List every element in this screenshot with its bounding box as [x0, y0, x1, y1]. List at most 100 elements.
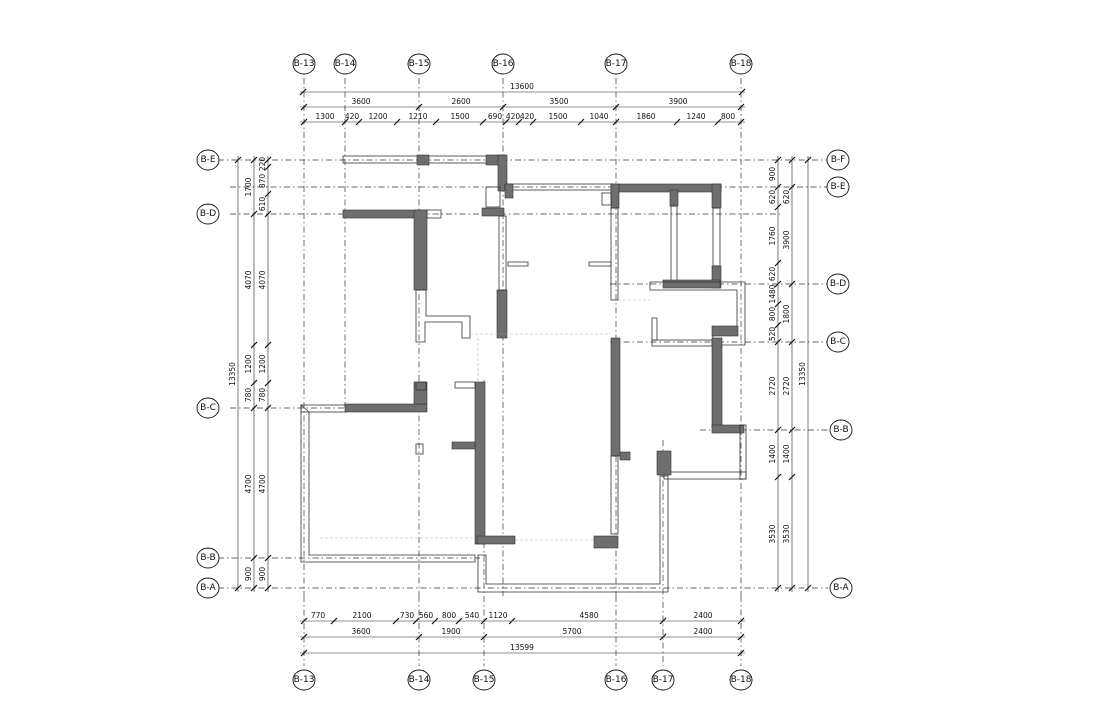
dim-right-i3: 1760: [768, 226, 777, 245]
dim-right-i7: 520: [768, 327, 777, 342]
axis-label-bottom-5: B-17: [653, 675, 674, 685]
dim-bot-d3: 730: [400, 611, 415, 620]
dim-top-d9: 1500: [548, 112, 567, 121]
axis-bubble-right-6: [829, 577, 853, 599]
axis-bubble-top-6: [729, 53, 753, 75]
dim-bot-mid-3: 5700: [562, 627, 581, 636]
dim-top-d11: 1860: [636, 112, 655, 121]
dim-right-total: 13350: [798, 362, 807, 386]
axis-label-right-2: B-E: [830, 182, 845, 192]
bottom-dimensions: 770 2100 730 560 800 540 1120 4580 2400 …: [300, 611, 745, 657]
dim-top-d12: 1240: [686, 112, 705, 121]
axis-label-right-5: B-B: [833, 425, 848, 435]
dim-top-mid-3: 3500: [549, 97, 568, 106]
dim-left-i1: 220: [258, 157, 267, 172]
dim-bot-mid-2: 1900: [441, 627, 460, 636]
dim-right-o2: 3900: [782, 230, 791, 249]
dim-bot-d2: 2100: [352, 611, 371, 620]
dim-right-i1: 900: [768, 167, 777, 182]
axis-bubble-bottom-1: [292, 669, 316, 691]
axis-label-top-6: B-18: [731, 59, 752, 69]
dim-left-o6: 900: [244, 567, 253, 582]
dim-right-o4: 2720: [782, 376, 791, 395]
axis-bubble-right-4: [826, 331, 850, 353]
axis-label-top-1: B-13: [294, 59, 315, 69]
right-dimensions: 900 620 1760 620 1480 800 520 2720 1400 …: [768, 156, 812, 592]
dim-top-d4: 1210: [408, 112, 427, 121]
dim-right-o1: 620: [782, 190, 791, 205]
axis-label-bottom-1: B-13: [294, 675, 315, 685]
dim-top-d3: 1200: [368, 112, 387, 121]
dim-top-d6: 690: [488, 112, 503, 121]
dim-left-i2: 870: [258, 174, 267, 189]
left-axis-bubbles: B-E B-D B-C B-B B-A: [196, 149, 220, 599]
axis-label-bottom-4: B-16: [606, 675, 627, 685]
dim-top-d5: 1500: [450, 112, 469, 121]
dim-top-d7: 420: [506, 112, 521, 121]
dim-top-mid-4: 3900: [668, 97, 687, 106]
right-axis-bubbles: B-F B-E B-D B-C B-B B-A: [826, 149, 853, 599]
axis-label-top-5: B-17: [606, 59, 627, 69]
dim-right-i2: 620: [768, 190, 777, 205]
dim-top-mid-1: 3600: [351, 97, 370, 106]
dim-left-o2: 4070: [244, 270, 253, 289]
axis-bubble-top-2: [333, 53, 357, 75]
dim-top-d13: 800: [721, 112, 736, 121]
axis-label-left-3: B-C: [200, 403, 216, 413]
axis-bubble-bottom-4: [604, 669, 628, 691]
axis-bubble-top-3: [407, 53, 431, 75]
axis-label-right-1: B-F: [831, 155, 846, 165]
dim-bot-mid-1: 3600: [351, 627, 370, 636]
dim-bot-mid-4: 2400: [693, 627, 712, 636]
axis-bubble-bottom-5: [651, 669, 675, 691]
dim-top-total: 13600: [510, 82, 534, 91]
dim-left-o4: 780: [244, 388, 253, 403]
axis-label-left-1: B-E: [200, 155, 215, 165]
axis-label-bottom-6: B-18: [731, 675, 752, 685]
axis-bubble-left-5: [196, 577, 220, 599]
dim-left-i8: 900: [258, 567, 267, 582]
dim-left-i4: 4070: [258, 270, 267, 289]
axis-bubble-left-4: [196, 547, 220, 569]
axis-label-left-4: B-B: [200, 553, 215, 563]
dim-right-o6: 3530: [782, 524, 791, 543]
dim-bot-d8: 4580: [579, 611, 598, 620]
dim-left-o3: 1200: [244, 354, 253, 373]
axis-bubble-left-3: [196, 397, 220, 419]
grid-lines: [218, 78, 828, 666]
axis-label-right-4: B-C: [830, 337, 846, 347]
dim-left-i6: 780: [258, 388, 267, 403]
dim-bot-d9: 2400: [693, 611, 712, 620]
top-dimensions: 13600 3600 2600 3500 3900 1300: [299, 82, 746, 126]
axis-label-left-5: B-A: [200, 583, 216, 593]
dim-top-d1: 1300: [315, 112, 334, 121]
dim-bot-total: 13599: [510, 643, 534, 652]
dim-right-i8: 2720: [768, 376, 777, 395]
axis-label-top-2: B-14: [335, 59, 356, 69]
axis-label-right-6: B-A: [833, 583, 849, 593]
axis-label-bottom-3: B-15: [474, 675, 495, 685]
axis-label-bottom-2: B-14: [409, 675, 430, 685]
axis-bubble-left-2: [196, 203, 220, 225]
dim-right-o5: 1400: [782, 444, 791, 463]
dim-top-d10: 1040: [589, 112, 608, 121]
axis-bubble-bottom-3: [472, 669, 496, 691]
dim-right-i10: 3530: [768, 524, 777, 543]
dim-left-total: 13350: [228, 362, 237, 386]
dim-left-o1: 1700: [244, 177, 253, 196]
dim-right-i6: 800: [768, 307, 777, 322]
axis-bubble-right-1: [826, 149, 850, 171]
dim-bot-d6: 540: [465, 611, 480, 620]
dim-left-i3: 610: [258, 197, 267, 212]
axis-bubble-left-1: [196, 149, 220, 171]
axis-bubble-right-2: [826, 176, 850, 198]
axis-bubble-top-4: [491, 53, 515, 75]
dim-left-i5: 1200: [258, 354, 267, 373]
dim-bot-d4: 560: [419, 611, 434, 620]
axis-label-top-4: B-16: [493, 59, 514, 69]
dim-bot-d5: 800: [442, 611, 457, 620]
left-dimensions: 13350 1700 4070 1200 780 4700 900 220 87…: [228, 156, 272, 592]
dim-top-mid-2: 2600: [451, 97, 470, 106]
dim-right-o3: 1800: [782, 304, 791, 323]
